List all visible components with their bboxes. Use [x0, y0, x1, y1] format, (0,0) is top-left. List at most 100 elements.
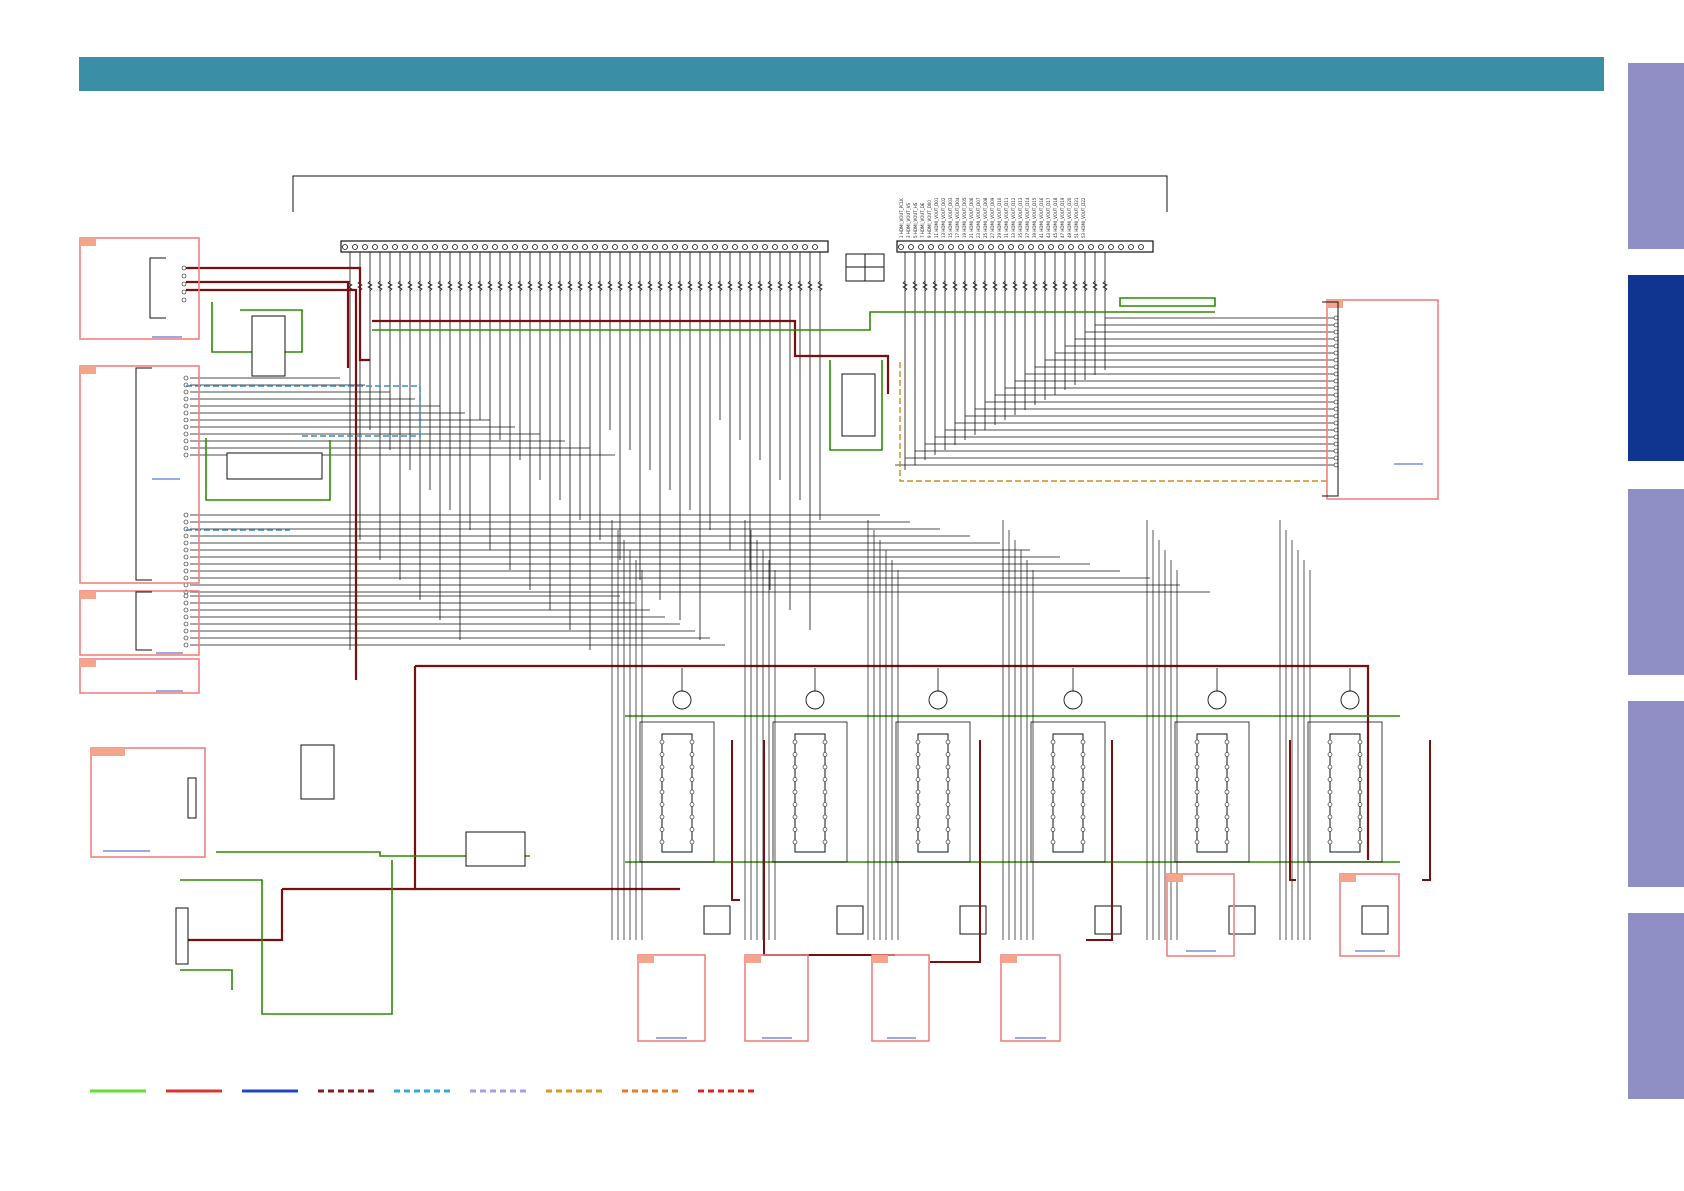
- terminal-pin: [181, 273, 187, 279]
- ic-pin: [915, 739, 921, 745]
- ic-pin: [822, 839, 828, 845]
- side-tab-3[interactable]: [1628, 489, 1684, 675]
- connector-pin: [968, 244, 974, 250]
- terminal-pin: [1333, 441, 1339, 447]
- driver-ic: [1052, 733, 1084, 853]
- pin-label: 5 HDMI_VOUT_HS: [913, 202, 918, 238]
- resistor-symbol: [407, 280, 413, 292]
- power-connector: [175, 907, 189, 965]
- signal-wire: [895, 721, 971, 863]
- ic-pin: [945, 827, 951, 832]
- ic-pin: [1194, 777, 1200, 782]
- ic-pin: [659, 739, 665, 745]
- ic-pin: [659, 777, 665, 782]
- connector-pin: [452, 244, 458, 250]
- ic-pin: [659, 827, 665, 832]
- resistor-symbol: [1062, 280, 1068, 292]
- ic-pin: [1194, 752, 1200, 757]
- ic-pin: [1224, 802, 1230, 807]
- connector-pin: [642, 244, 648, 250]
- resistor-symbol: [587, 280, 593, 292]
- module-box-bottom-3: [871, 954, 930, 1042]
- resistor-symbol: [517, 280, 523, 292]
- connector-pin: [918, 244, 924, 250]
- terminal-pin: [1333, 315, 1339, 321]
- terminal-pin: [183, 628, 189, 634]
- power-line: [186, 280, 350, 368]
- ic-pin: [1327, 739, 1333, 745]
- connector-pin: [372, 244, 378, 250]
- connector-pin: [392, 244, 398, 250]
- resistor-symbol: [1032, 280, 1038, 292]
- connector-pin: [662, 244, 668, 250]
- ic-pin: [1080, 802, 1086, 807]
- ic-pin: [1050, 777, 1056, 782]
- driver-ic: [661, 733, 693, 853]
- resistor-symbol: [952, 280, 958, 292]
- connector-pin: [512, 244, 518, 250]
- ic-pin: [659, 752, 665, 757]
- connector-pin: [612, 244, 618, 250]
- ground-line: [211, 302, 303, 353]
- transistor-symbol: [1207, 690, 1227, 710]
- ic-pin: [1327, 802, 1333, 807]
- connector-pin: [742, 244, 748, 250]
- ic-pin: [945, 739, 951, 745]
- side-tab-1[interactable]: [1628, 63, 1684, 249]
- resistor-symbol: [577, 280, 583, 292]
- terminal-pin: [183, 512, 189, 518]
- resistor-symbol: [617, 280, 623, 292]
- ic-pin: [659, 789, 665, 795]
- connector-pin: [732, 244, 738, 250]
- pin-label: 41 HDMI_VOUT_D16: [1039, 197, 1044, 238]
- ic-pin: [1080, 777, 1086, 782]
- resistor-symbol: [902, 280, 908, 292]
- ic-pin: [1050, 802, 1056, 807]
- ic-pin: [1224, 752, 1230, 757]
- pin-label: 1 HDMI_VOUT_PCLK: [899, 198, 904, 238]
- ic-pin: [945, 752, 951, 757]
- ic-pin: [945, 802, 951, 807]
- resistor-symbol: [1022, 280, 1028, 292]
- terminal-pin: [1333, 364, 1339, 370]
- terminal-pin: [183, 403, 189, 409]
- terminal-pin: [1333, 343, 1339, 349]
- resistor-symbol: [677, 280, 683, 292]
- connector-pin: [682, 244, 688, 250]
- resistor-symbol: [757, 280, 763, 292]
- ic-pin: [945, 839, 951, 845]
- resistor-symbol: [1092, 280, 1098, 292]
- small-ic: [836, 905, 864, 935]
- ic-pin: [792, 802, 798, 807]
- side-tab-5[interactable]: [1628, 913, 1684, 1099]
- driver-ic: [1196, 733, 1228, 853]
- video-io-bracket: [135, 367, 152, 581]
- resistor-symbol: [547, 280, 553, 292]
- terminal-pin: [183, 533, 189, 539]
- ic-pin: [1194, 827, 1200, 832]
- terminal-pin: [1333, 399, 1339, 405]
- connector-pin: [672, 244, 678, 250]
- pin-label: 23 HDMI_VOUT_D07: [976, 197, 981, 238]
- module-box-bottom-1: [637, 954, 706, 1042]
- signal-wire: [772, 721, 848, 863]
- pin-label: 51 HDMI_VOUT_D21: [1074, 197, 1079, 238]
- side-tab-4[interactable]: [1628, 701, 1684, 887]
- power-line: [731, 740, 740, 901]
- terminal-pin: [183, 554, 189, 560]
- pin-label: 17 HDMI_VOUT_D04: [955, 197, 960, 238]
- pin-label: 21 HDMI_VOUT_D06: [969, 197, 974, 238]
- ic-pin: [1224, 839, 1230, 845]
- resistor-symbol: [487, 280, 493, 292]
- resistor-symbol: [1002, 280, 1008, 292]
- terminal-pin: [183, 607, 189, 613]
- ic-pin: [1224, 789, 1230, 795]
- connector-pin: [692, 244, 698, 250]
- connector-pin: [1018, 244, 1024, 250]
- ic-pin: [915, 827, 921, 832]
- resistor-symbol: [397, 280, 403, 292]
- ic-pin: [1357, 789, 1363, 795]
- side-tab-2[interactable]: [1628, 275, 1684, 461]
- resistor-symbol: [667, 280, 673, 292]
- power-line: [186, 266, 370, 362]
